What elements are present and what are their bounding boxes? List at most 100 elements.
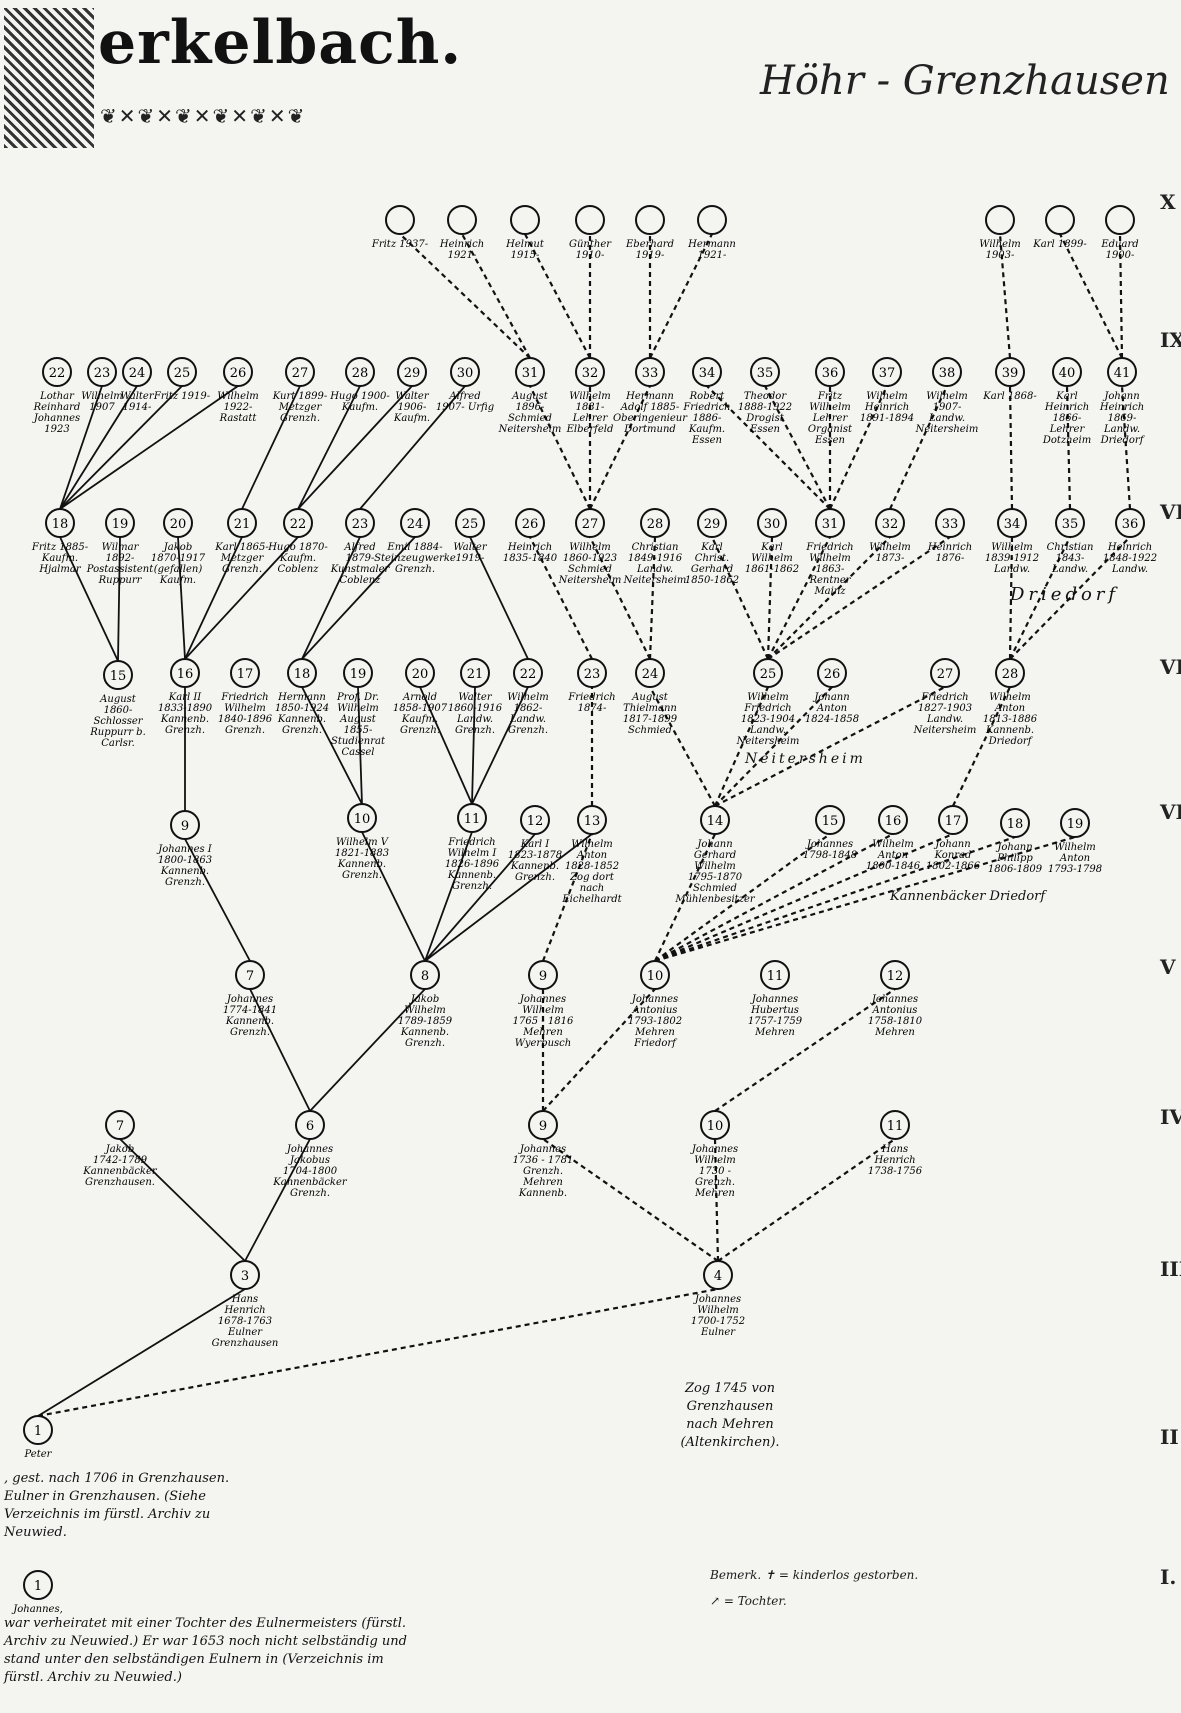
person-number: 28 (352, 366, 369, 381)
person-circle (345, 508, 375, 538)
person-number: 34 (1004, 517, 1021, 532)
person-number: 34 (699, 366, 716, 381)
generation-label-ii: II (1160, 1425, 1179, 1449)
lineage-line (357, 686, 363, 805)
person-number: 24 (129, 366, 146, 381)
person-number: 16 (177, 667, 194, 682)
place-heading: Höhr - Grenzhausen (760, 58, 1170, 104)
person-number: 9 (539, 1119, 547, 1134)
person-circle (815, 508, 845, 538)
person-number: 25 (462, 517, 479, 532)
person-number: 31 (522, 366, 539, 381)
person-circle (1052, 357, 1082, 387)
person-circle (223, 357, 253, 387)
person-number: 23 (584, 667, 601, 682)
person-number: 24 (642, 667, 659, 682)
lineage-line (301, 536, 361, 660)
person-number: 23 (94, 366, 111, 381)
lineage-line (1009, 536, 1071, 660)
person-circle (45, 508, 75, 538)
person-label: Peter (24, 1449, 53, 1460)
person-circle (875, 508, 905, 538)
person-circle (400, 508, 430, 538)
lineage-line (713, 686, 770, 807)
person-circle (513, 658, 543, 688)
title-fraktur: erkelbach. (4, 8, 462, 148)
lineage-line (767, 536, 831, 660)
lineage-line (766, 536, 774, 660)
person-circle (87, 357, 117, 387)
person-label: Hugo 1870-Kaufm.Coblenz (267, 542, 328, 575)
person-number: 15 (822, 814, 839, 829)
person-circle (635, 205, 665, 235)
person-circle (1060, 808, 1090, 838)
person-number: 35 (1062, 517, 1079, 532)
person-label: Fritz 1919- (153, 391, 211, 402)
person-number: 12 (887, 969, 904, 984)
lineage-line (1009, 536, 1131, 660)
person-number: 32 (882, 517, 899, 532)
lineage-line (361, 831, 426, 962)
person-number: 10 (354, 812, 371, 827)
person-number: 18 (294, 667, 311, 682)
person-circle (285, 357, 315, 387)
person-circle (692, 357, 722, 387)
lineage-line (654, 833, 716, 962)
lineage-line (529, 536, 593, 660)
lineage-line (309, 988, 426, 1112)
lineage-line (1120, 385, 1132, 510)
person-number: 22 (290, 517, 307, 532)
label-neitersheim: Neitersheim (745, 751, 866, 767)
person-number: 30 (764, 517, 781, 532)
lineage-line (244, 1138, 311, 1262)
lineage-line (952, 686, 1011, 807)
generation-label-iii: III (1160, 1257, 1181, 1281)
person-circle (577, 658, 607, 688)
person-circle (460, 658, 490, 688)
person-number: 16 (885, 814, 902, 829)
